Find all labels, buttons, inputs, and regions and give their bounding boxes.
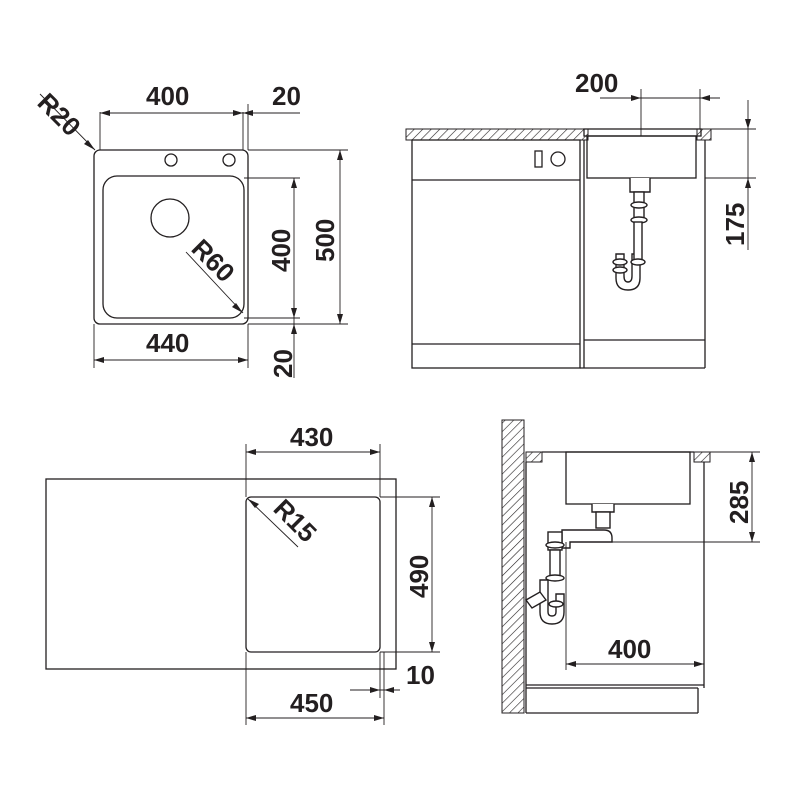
dim-10: 10	[406, 660, 435, 690]
outlet-pipe	[561, 529, 613, 549]
dim-500-height: 500	[310, 219, 340, 262]
sink-bowl-side	[586, 135, 697, 179]
countertop-right-section	[693, 451, 711, 463]
drain-fitting	[629, 178, 651, 193]
dim-285: 285	[724, 481, 754, 524]
wall	[501, 419, 525, 714]
dim-20-top: 20	[272, 81, 301, 111]
tap-hole-icon	[222, 153, 236, 167]
sink-rim	[583, 128, 702, 137]
sink-bowl-section	[565, 451, 691, 505]
siphon-trap-section-icon	[539, 579, 565, 625]
sink-bowl	[102, 175, 245, 319]
dim-20-bottom: 20	[268, 349, 298, 378]
dishwasher-body	[411, 139, 581, 369]
dim-175: 175	[720, 203, 750, 246]
dim-200: 200	[575, 68, 618, 98]
dim-r60: R60	[186, 233, 241, 288]
wall-connection	[524, 591, 548, 609]
dim-400-height: 400	[266, 229, 296, 272]
countertop-left-section	[525, 451, 543, 463]
cutout-view	[45, 444, 440, 725]
countertop-left	[405, 128, 589, 141]
sink-top-view	[39, 93, 348, 378]
dim-440-width: 440	[146, 328, 189, 358]
dim-490: 490	[404, 555, 434, 598]
control-icon	[534, 150, 543, 168]
sink-cutout	[245, 496, 381, 653]
knob-icon	[550, 151, 566, 167]
tap-hole-icon	[164, 153, 178, 167]
cabinet-view	[405, 89, 756, 369]
sink-outer-rim	[93, 149, 249, 325]
dim-r15: R15	[268, 493, 323, 548]
dim-450: 450	[290, 688, 333, 718]
drain-fitting-section	[591, 504, 615, 513]
dim-430: 430	[290, 422, 333, 452]
section-view	[501, 419, 760, 714]
dim-400-section: 400	[608, 634, 651, 664]
drain-icon	[150, 198, 190, 238]
dim-400-width: 400	[146, 81, 189, 111]
countertop-outline	[45, 478, 397, 670]
countertop-right	[696, 128, 712, 141]
